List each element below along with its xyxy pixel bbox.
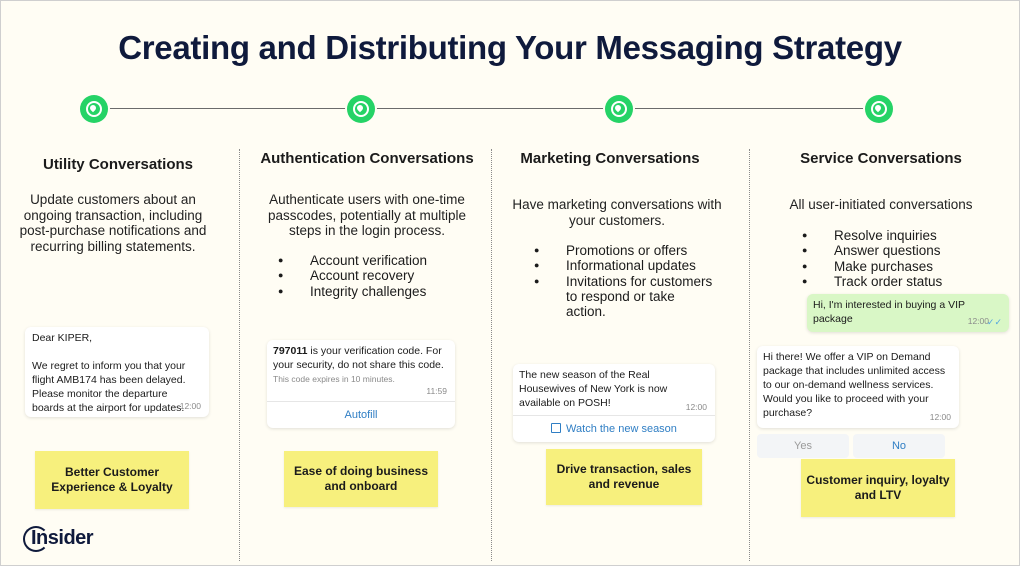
- list-item: Account verification: [278, 253, 478, 269]
- list-item: Promotions or offers: [534, 243, 724, 259]
- whatsapp-icon: [347, 95, 375, 123]
- message-body: 797011 is your verification code. For yo…: [273, 344, 449, 372]
- user-message-bubble: Hi, I'm interested in buying a VIP packa…: [807, 294, 1009, 332]
- outcome-note-utility: Better Customer Experience & Loyalty: [35, 451, 189, 509]
- list-item: Resolve inquiries: [802, 228, 992, 244]
- bullet-list-authentication: Account verification Account recovery In…: [278, 253, 478, 299]
- message-body: Hi there! We offer a VIP on Demand packa…: [763, 351, 946, 419]
- outcome-note-authentication: Ease of doing business and onboard: [284, 451, 438, 507]
- message-body: Hi, I'm interested in buying a VIP packa…: [813, 299, 965, 325]
- insider-logo: Insider: [31, 527, 94, 549]
- message-time: 12:00: [929, 412, 951, 422]
- list-item: Account recovery: [278, 268, 478, 284]
- bullet-list-marketing: Promotions or offers Informational updat…: [534, 243, 724, 319]
- message-body: We regret to inform you that your flight…: [32, 360, 186, 414]
- bullet-list-service: Resolve inquiries Answer questions Make …: [802, 228, 992, 289]
- list-item: Track order status: [802, 274, 992, 290]
- verification-code: 797011: [273, 345, 308, 357]
- column-divider: [239, 149, 240, 561]
- column-divider: [749, 149, 750, 561]
- double-check-icon: ✓✓: [986, 317, 1002, 327]
- column-title-marketing: Marketing Conversations: [520, 150, 700, 167]
- no-button[interactable]: No: [853, 434, 945, 458]
- whatsapp-icon: [605, 95, 633, 123]
- outcome-note-service: Customer inquiry, loyalty and LTV: [801, 459, 955, 517]
- list-item: Informational updates: [534, 258, 724, 274]
- marketing-message-card: The new season of the Real Housewives of…: [513, 364, 715, 442]
- quick-reply-row: Yes No: [757, 434, 945, 458]
- watch-season-button[interactable]: Watch the new season: [513, 415, 715, 442]
- authentication-message-card: 797011 is your verification code. For yo…: [267, 340, 455, 428]
- yes-button[interactable]: Yes: [757, 434, 849, 458]
- list-item: Integrity challenges: [278, 284, 478, 300]
- column-title-authentication: Authentication Conversations: [260, 150, 474, 167]
- watch-season-label: Watch the new season: [566, 423, 677, 435]
- timeline-line: [93, 108, 879, 109]
- message-time: 12:00: [179, 401, 201, 411]
- code-expiry-note: This code expires in 10 minutes.: [273, 374, 395, 384]
- column-description-authentication: Authenticate users with one-time passcod…: [267, 192, 467, 238]
- column-description-utility: Update customers about an ongoing transa…: [19, 192, 207, 254]
- message-body: The new season of the Real Housewives of…: [519, 369, 668, 409]
- message-time: 12:00: [967, 316, 989, 326]
- insider-logo-mark: [23, 526, 49, 552]
- message-time: 11:59: [426, 386, 447, 396]
- message-text: is your verification code. For your secu…: [273, 345, 444, 371]
- page-title: Creating and Distributing Your Messaging…: [118, 29, 902, 66]
- outcome-note-marketing: Drive transaction, sales and revenue: [546, 449, 702, 505]
- whatsapp-icon: [865, 95, 893, 123]
- utility-message-card: Dear KIPER, We regret to inform you that…: [25, 327, 209, 417]
- service-message-card: Hi there! We offer a VIP on Demand packa…: [757, 346, 959, 428]
- column-title-service: Service Conversations: [800, 150, 962, 167]
- message-greeting: Dear KIPER,: [32, 332, 93, 344]
- whatsapp-icon: [80, 95, 108, 123]
- list-item: Answer questions: [802, 243, 992, 259]
- external-link-icon: [551, 423, 562, 433]
- column-description-service: All user-initiated conversations: [789, 197, 973, 212]
- list-item: Invitations for customers to respond or …: [534, 274, 716, 320]
- column-description-marketing: Have marketing conversations with your c…: [512, 197, 722, 228]
- column-title-utility: Utility Conversations: [42, 156, 194, 173]
- autofill-button[interactable]: Autofill: [267, 401, 455, 428]
- list-item: Make purchases: [802, 259, 992, 275]
- column-divider: [491, 149, 492, 561]
- message-time: 12:00: [685, 402, 707, 412]
